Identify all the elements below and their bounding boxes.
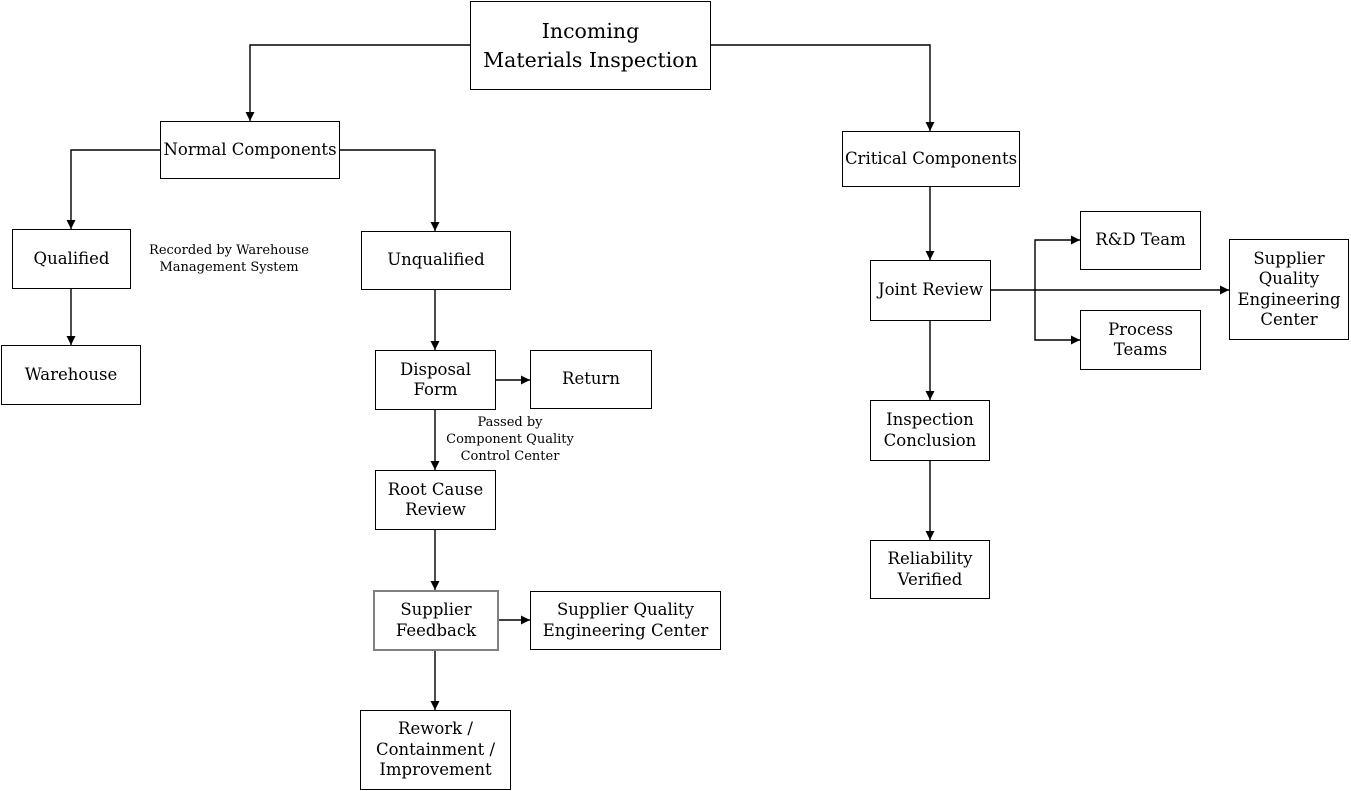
edge-normal-to-qualified: [66, 149, 160, 229]
edge-normal-to-unqualified: [340, 149, 440, 231]
node-inspection-conclusion: Inspection Conclusion: [870, 400, 990, 461]
node-qualified: Qualified: [12, 229, 131, 289]
node-incoming-materials-inspection: Incoming Materials Inspection: [470, 1, 711, 90]
node-rework-containment-improvement: Rework / Containment / Improvement: [360, 710, 511, 790]
node-rnd-team: R&D Team: [1080, 211, 1201, 270]
node-return: Return: [530, 350, 652, 409]
edge-joint-review-to-rnd-team: [1034, 235, 1080, 290]
edge-incoming-to-normal: [245, 44, 470, 121]
annotation-recorded-by-warehouse: Recorded by Warehouse Management System: [149, 243, 309, 276]
node-joint-review: Joint Review: [870, 260, 991, 321]
node-supplier-feedback: Supplier Feedback: [373, 590, 499, 651]
edge-joint-review-to-process-teams: [1034, 290, 1080, 345]
node-unqualified: Unqualified: [361, 231, 511, 290]
node-disposal-form: Disposal Form: [375, 350, 496, 410]
edge-incoming-to-critical: [711, 44, 935, 131]
node-warehouse: Warehouse: [1, 345, 141, 405]
node-supplier-quality-engineering-center-left: Supplier Quality Engineering Center: [530, 591, 721, 650]
node-process-teams: Process Teams: [1080, 310, 1201, 370]
node-supplier-quality-engineering-center-right: Supplier Quality Engineering Center: [1229, 239, 1349, 340]
node-normal-components: Normal Components: [160, 121, 340, 179]
annotation-passed-by-component-quality: Passed by Component Quality Control Cent…: [446, 415, 574, 465]
node-critical-components: Critical Components: [842, 131, 1020, 187]
node-reliability-verified: Reliability Verified: [870, 540, 990, 599]
node-root-cause-review: Root Cause Review: [375, 470, 496, 530]
